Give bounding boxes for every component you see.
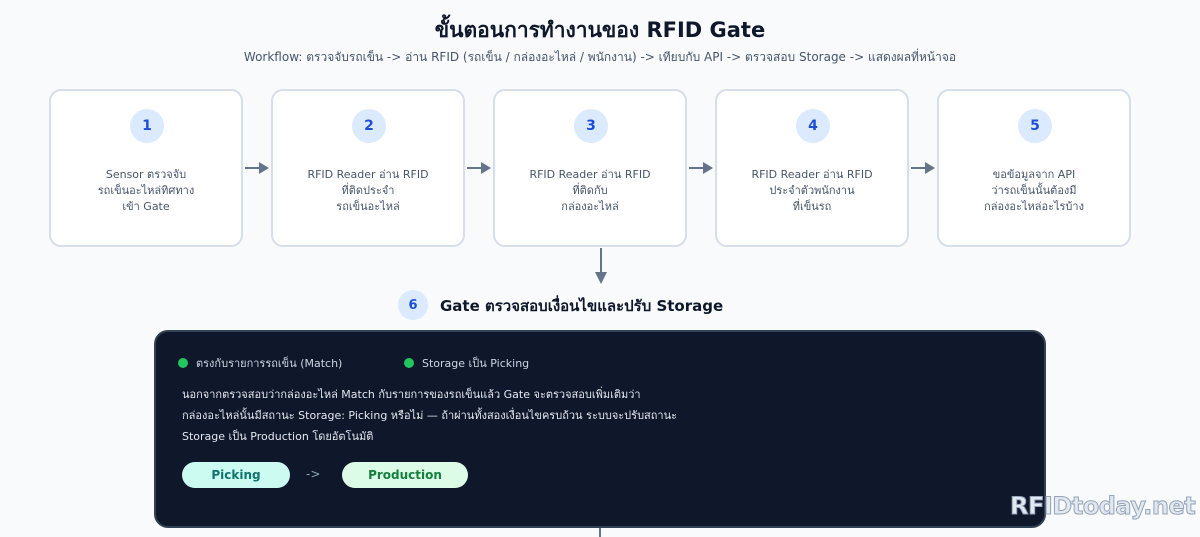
step-text: Sensor ตรวจจับ รถเข็นอะไหล่ทิศทาง เข้า G… (97, 168, 195, 213)
state-picking-badge: Picking (182, 462, 290, 488)
description-line: นอกจากตรวจสอบว่ากล่องอะไหล่ Match กับราย… (182, 388, 641, 401)
step-number: 5 (1018, 109, 1052, 143)
status-dot-icon (178, 358, 188, 368)
check-label: Storage เป็น Picking (422, 357, 530, 370)
step-text: ขอข้อมูลจาก API ว่ารถเข็นนั้นต้องมี กล่อ… (984, 168, 1084, 213)
step-card-4: 4 RFID Reader อ่าน RFID ประจำตัวพนักงาน … (715, 89, 909, 247)
step-number: 1 (130, 109, 164, 143)
state-production-badge: Production (342, 462, 468, 488)
condition-panel: ตรงกับรายการรถเข็น (Match) Storage เป็น … (154, 330, 1046, 528)
step6-title: Gate ตรวจสอบเงื่อนไขและปรับ Storage (440, 297, 724, 315)
check-label: ตรงกับรายการรถเข็น (Match) (196, 357, 343, 370)
step-card-3: 3 RFID Reader อ่าน RFID ที่ติดกับ กล่องอ… (493, 89, 687, 247)
status-dot-icon (404, 358, 414, 368)
check-match: ตรงกับรายการรถเข็น (Match) (178, 354, 342, 372)
arrow-right-icon (245, 162, 269, 174)
step-card-5: 5 ขอข้อมูลจาก API ว่ารถเข็นนั้นต้องมี กล… (937, 89, 1131, 247)
state-transition-arrow: -> (306, 467, 321, 481)
arrow-right-icon (911, 162, 935, 174)
check-storage-picking: Storage เป็น Picking (404, 354, 529, 372)
step-text: RFID Reader อ่าน RFID ที่ติดกับ กล่องอะไ… (529, 168, 651, 213)
step-number: 3 (574, 109, 608, 143)
step-number: 2 (352, 109, 386, 143)
arrow-down-icon (595, 248, 607, 284)
step-card-1: 1 Sensor ตรวจจับ รถเข็นอะไหล่ทิศทาง เข้า… (49, 89, 243, 247)
watermark-logo: RFIDtoday.net (1009, 492, 1196, 521)
arrow-right-icon (467, 162, 491, 174)
arrow-right-icon (689, 162, 713, 174)
description-line: กล่องอะไหล่นั้นมีสถานะ Storage: Picking … (182, 409, 678, 422)
step-number: 4 (796, 109, 830, 143)
step-number-6: 6 (398, 290, 428, 320)
diagram-title: ขั้นตอนการทำงานของ RFID Gate (434, 18, 766, 42)
step-text: RFID Reader อ่าน RFID ที่ติดประจำ รถเข็น… (307, 168, 429, 213)
step-card-2: 2 RFID Reader อ่าน RFID ที่ติดประจำ รถเข… (271, 89, 465, 247)
step-text: RFID Reader อ่าน RFID ประจำตัวพนักงาน ที… (751, 168, 873, 213)
connector-line (599, 528, 601, 537)
condition-description: นอกจากตรวจสอบว่ากล่องอะไหล่ Match กับราย… (182, 384, 1022, 447)
workflow-subtitle: Workflow: ตรวจจับรถเข็น -> อ่าน RFID (รถ… (243, 50, 957, 64)
description-line: Storage เป็น Production โดยอัตโนมัติ (182, 430, 374, 443)
